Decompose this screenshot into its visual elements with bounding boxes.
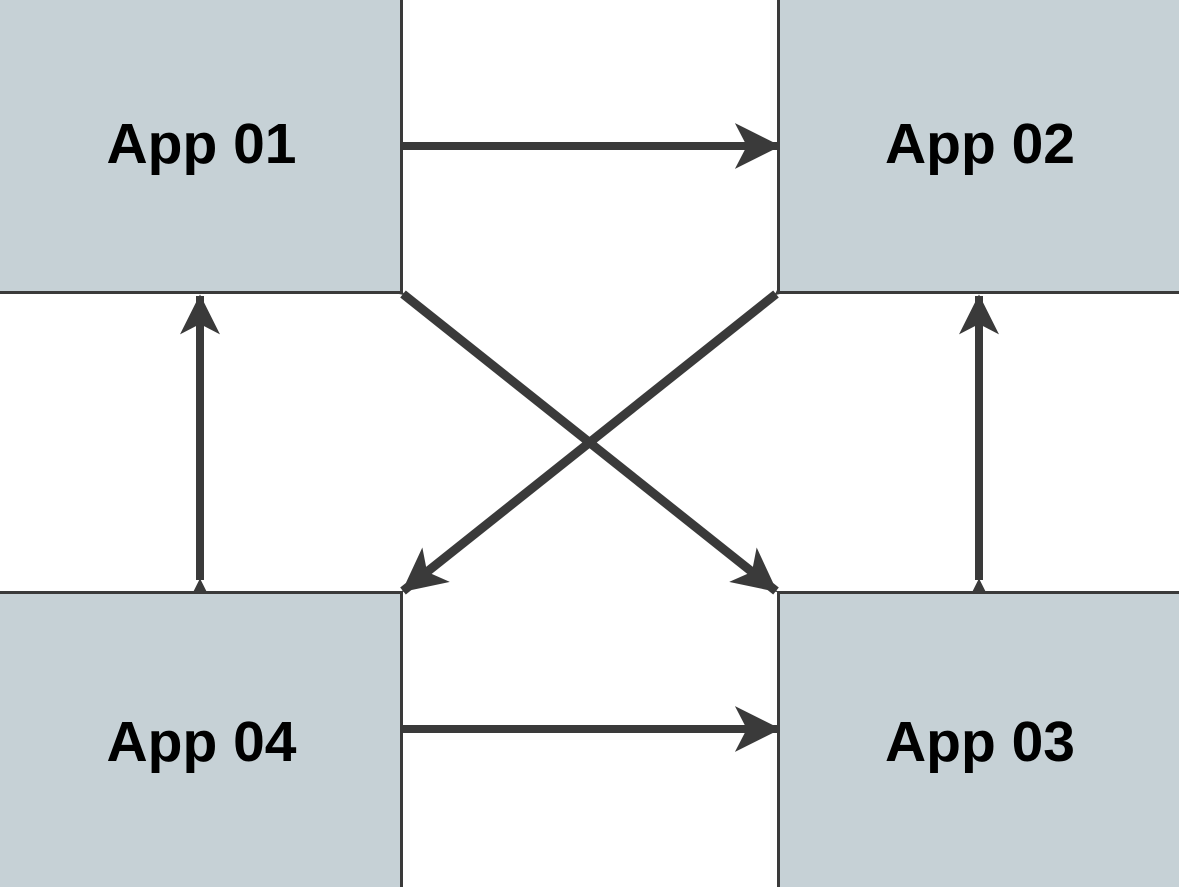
app-box-label: App 03 [884, 709, 1076, 774]
app-box-label: App 04 [106, 709, 297, 774]
app-box-app-02[interactable]: App 02 [777, 0, 1179, 294]
app-box-app-01[interactable]: App 01 [0, 0, 403, 294]
app-box-label: App 01 [106, 111, 297, 176]
app-box-label: App 02 [884, 111, 1076, 176]
app-box-app-04[interactable]: App 04 [0, 591, 403, 887]
connector-app02-app04[interactable] [400, 250, 823, 595]
app-box-app-03[interactable]: App 03 [777, 591, 1179, 887]
